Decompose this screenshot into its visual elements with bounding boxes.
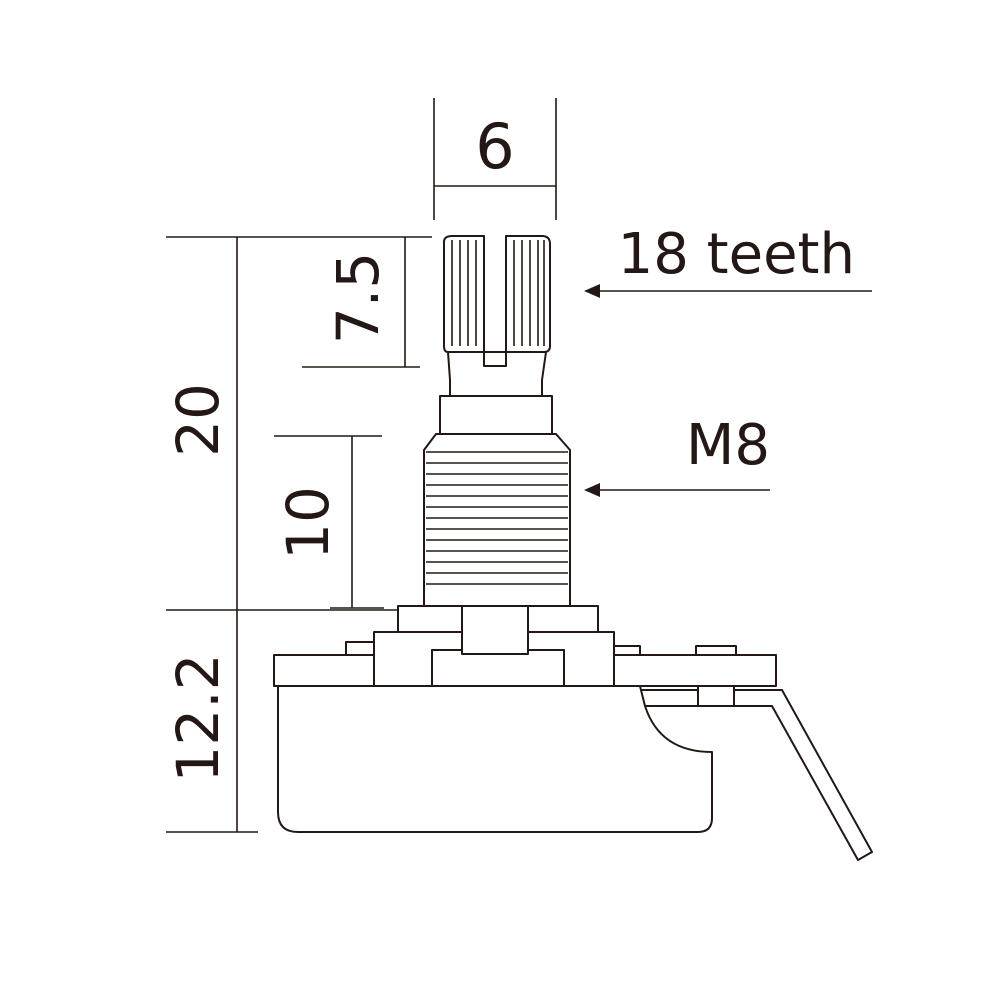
thread-callout-label: M8 xyxy=(686,413,770,478)
shaft-diameter-dimension xyxy=(433,98,557,220)
teeth-callout-arrow xyxy=(584,284,872,298)
thread-length-label: 10 xyxy=(274,486,342,560)
thread-length-dimension xyxy=(274,435,384,609)
knurl-length-label: 7.5 xyxy=(324,252,392,344)
potentiometer-body xyxy=(277,685,713,833)
solder-lug xyxy=(639,683,873,861)
thread-callout-arrow xyxy=(584,483,770,497)
teeth-callout-label: 18 teeth xyxy=(618,222,855,287)
shaft-neck xyxy=(439,351,553,435)
knurled-shaft xyxy=(443,235,551,367)
body-height-dimension xyxy=(166,609,432,833)
body-height-label: 12.2 xyxy=(164,653,232,782)
threaded-bushing xyxy=(423,433,571,607)
total-height-label: 20 xyxy=(164,383,232,457)
total-height-dimension xyxy=(166,236,432,610)
knurl-length-dimension xyxy=(302,237,420,368)
shaft-diameter-label: 6 xyxy=(475,110,514,183)
mounting-plate xyxy=(273,597,777,687)
